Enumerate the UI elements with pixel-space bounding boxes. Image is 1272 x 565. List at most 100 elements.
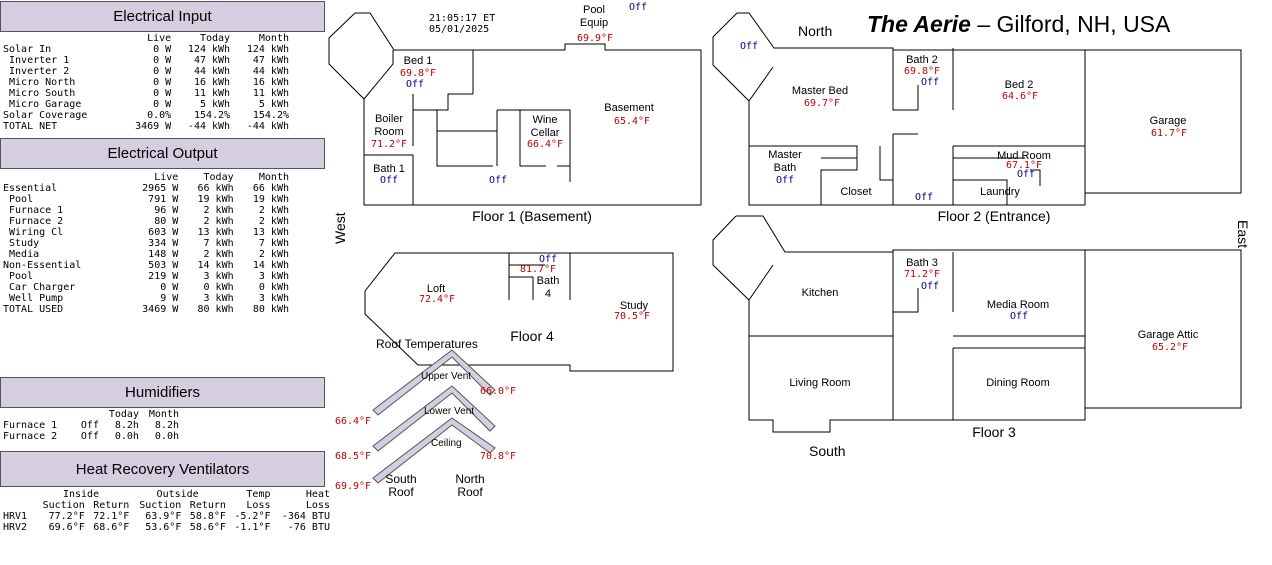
temp-bed1: 69.8°F	[399, 68, 437, 79]
table-cell: 66 kWh	[197, 183, 234, 194]
table-cell: 47 kWh	[193, 55, 231, 66]
table-cell: 11 kWh	[252, 88, 289, 99]
temp-bed2: 64.6°F	[1001, 91, 1039, 102]
roof-south-label: South Roof	[385, 472, 417, 499]
date-text: 05/01/2025	[429, 24, 490, 35]
table-cell: 66 kWh	[252, 183, 289, 194]
temp-master-bed: 69.7°F	[803, 98, 841, 109]
table-cell: 69.6°F	[48, 522, 85, 533]
table-cell: 2 kWh	[203, 205, 234, 216]
table-cell: 14 kWh	[197, 260, 234, 271]
status-master-bed: Off	[739, 41, 759, 52]
room-bed2: Bed 2	[1004, 79, 1034, 91]
table-cell: Month	[258, 172, 289, 183]
table-cell: 19 kWh	[252, 194, 289, 205]
status-pool-equip: Off	[628, 2, 648, 13]
roof-title: Roof Temperatures	[376, 337, 478, 351]
hrv-title: Heat Recovery Ventilators	[75, 460, 250, 478]
table-cell: HRV1	[3, 511, 28, 522]
table-cell: Month	[258, 33, 289, 44]
time-text: 21:05:17 ET	[429, 13, 496, 24]
table-cell: 44 kWh	[193, 66, 231, 77]
table-cell: 16 kWh	[193, 77, 231, 88]
table-cell: 47 kWh	[252, 55, 289, 66]
room-wine-cellar: Wine Cellar	[530, 114, 560, 139]
room-kitchen: Kitchen	[801, 287, 839, 299]
table-cell: -44 kWh	[187, 121, 231, 132]
table-cell: Off	[80, 420, 99, 431]
humidifiers-title: Humidifiers	[124, 384, 200, 401]
table-cell: 0 W	[160, 282, 179, 293]
table-cell: 3 kWh	[203, 271, 234, 282]
roof-upper-south-temp: 66.4°F	[334, 416, 372, 427]
floor2-label: Floor 2 (Entrance)	[937, 208, 1051, 224]
table-cell: 334 W	[148, 238, 179, 249]
table-cell: 0.0%	[147, 110, 172, 121]
site-title: The Aerie – Gilford, NH, USA	[867, 11, 1170, 38]
roof-upper-vent-label: Upper Vent	[421, 371, 472, 382]
table-cell: Off	[80, 431, 99, 442]
room-garage: Garage	[1149, 115, 1187, 127]
table-cell: Wiring Cl	[3, 227, 64, 238]
table-cell: Today	[108, 409, 139, 420]
table-cell: 0 W	[153, 66, 172, 77]
table-cell: 2 kWh	[258, 249, 289, 260]
table-cell: Month	[148, 409, 179, 420]
temp-loft: 72.4°F	[418, 294, 456, 305]
table-cell: 3 kWh	[258, 293, 289, 304]
table-cell: 2 kWh	[258, 216, 289, 227]
table-cell: Temp	[246, 489, 271, 500]
status-bath2: Off	[920, 77, 940, 88]
room-study: Study	[619, 300, 649, 312]
room-master-bed: Master Bed	[791, 85, 849, 97]
table-cell: -1.1°F	[234, 522, 271, 533]
table-cell: 5 kWh	[199, 99, 231, 110]
table-cell: Well Pump	[3, 293, 64, 304]
room-bath1: Bath 1	[373, 163, 405, 175]
table-cell: 13 kWh	[252, 227, 289, 238]
roof-ceiling-label: Ceiling	[431, 438, 462, 449]
timestamp: 21:05:17 ET 05/01/2025	[429, 13, 495, 35]
table-cell: 8.2h	[114, 420, 139, 431]
table-cell: 503 W	[148, 260, 179, 271]
room-bed1: Bed 1	[403, 55, 433, 67]
site-name: The Aerie	[867, 11, 971, 37]
electrical-output-title: Electrical Output	[107, 145, 218, 162]
room-living-room: Living Room	[789, 377, 851, 389]
room-laundry: Laundry	[980, 186, 1020, 198]
temp-bath3: 71.2°F	[903, 269, 941, 280]
electrical-input-title: Electrical Input	[113, 8, 212, 25]
table-cell: Micro South	[3, 88, 76, 99]
table-cell: 13 kWh	[197, 227, 234, 238]
table-cell: Heat	[305, 489, 330, 500]
table-cell: 11 kWh	[193, 88, 231, 99]
room-mud-room: Mud Room	[997, 150, 1051, 162]
table-cell: 154.2%	[193, 110, 231, 121]
table-cell: 8.2h	[154, 420, 179, 431]
roof-lower-north-temp: 70.8°F	[479, 451, 517, 462]
table-cell: -5.2°F	[234, 511, 271, 522]
table-cell: 0.0h	[114, 431, 139, 442]
temp-garage-attic: 65.2°F	[1151, 342, 1189, 353]
room-basement: Basement	[604, 102, 654, 114]
temp-basement: 65.4°F	[613, 116, 651, 127]
table-cell: Inverter 2	[3, 66, 70, 77]
status-entrance: Off	[914, 192, 934, 203]
status-master-bath: Off	[775, 175, 795, 186]
room-bath4: Bath 4	[536, 275, 560, 300]
table-cell: 219 W	[148, 271, 179, 282]
table-cell: 124 kWh	[187, 44, 231, 55]
room-bath3: Bath 3	[906, 257, 938, 269]
room-dining-room: Dining Room	[986, 377, 1050, 389]
